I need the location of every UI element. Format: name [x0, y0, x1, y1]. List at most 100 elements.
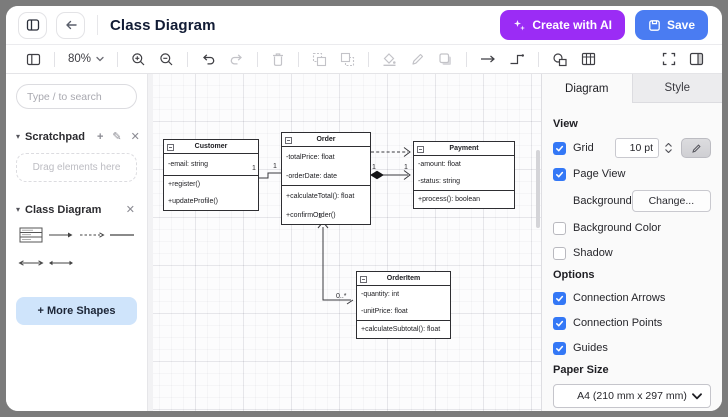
- scratchpad-dropzone[interactable]: Drag elements here: [16, 153, 137, 182]
- page-view-checkbox[interactable]: [553, 167, 566, 181]
- shape-palette: [16, 227, 137, 267]
- zoom-level-dropdown[interactable]: 80%: [68, 53, 104, 65]
- table-icon: [581, 52, 596, 66]
- search-input[interactable]: Type / to search: [16, 84, 137, 109]
- undo-button[interactable]: [201, 52, 216, 66]
- elbow-connector-button[interactable]: [509, 52, 525, 66]
- background-color-checkbox[interactable]: [553, 221, 566, 235]
- create-with-ai-button[interactable]: Create with AI: [500, 10, 625, 40]
- connection-arrows-checkbox[interactable]: [553, 291, 566, 305]
- stepper-down-icon: [664, 149, 672, 153]
- connection-points-label: Connection Points: [573, 317, 663, 329]
- class-payment[interactable]: Payment -amount: float -status: string +…: [413, 141, 515, 209]
- scratchpad-edit-icon[interactable]: ✎: [112, 131, 122, 143]
- insert-shape-button[interactable]: [552, 52, 568, 67]
- class-attribute: -totalPrice: float: [286, 154, 335, 161]
- redo-icon: [230, 54, 242, 65]
- zoom-out-icon: [160, 52, 173, 65]
- bidirectional-open-arrow-thumbnail[interactable]: [48, 259, 74, 267]
- class-method: +calculateSubtotal(): float: [361, 326, 441, 333]
- class-title: OrderItem: [386, 275, 421, 282]
- collapse-icon[interactable]: [417, 145, 424, 153]
- shadow-checkbox[interactable]: [553, 246, 566, 260]
- zoom-in-icon: [132, 52, 145, 65]
- toggle-shapes-panel-button[interactable]: [26, 52, 41, 67]
- multiplicity-label: 1: [252, 165, 256, 172]
- section-close-icon[interactable]: ✕: [125, 204, 135, 216]
- collapse-icon[interactable]: [167, 143, 174, 151]
- delete-button[interactable]: [271, 52, 285, 67]
- to-back-button[interactable]: [340, 52, 355, 67]
- check-icon: [556, 295, 564, 302]
- bidirectional-arrow-thumbnail[interactable]: [18, 259, 44, 267]
- dashed-arrow-thumbnail[interactable]: [79, 231, 105, 239]
- diagram-canvas[interactable]: Customer -email: string +register() +upd…: [148, 74, 541, 411]
- insert-table-button[interactable]: [581, 52, 596, 66]
- grid-checkbox[interactable]: [553, 141, 566, 155]
- scratchpad-hint: Drag elements here: [32, 162, 121, 173]
- class-order[interactable]: Order -totalPrice: float -orderDate: dat…: [281, 132, 371, 225]
- grid-label: Grid: [573, 142, 594, 154]
- fill-color-button[interactable]: [382, 52, 397, 67]
- line-thumbnail[interactable]: [109, 231, 135, 239]
- chevron-down-icon: [96, 56, 104, 62]
- class-method: +calculateTotal(): float: [286, 193, 355, 200]
- connectors-layer: [259, 147, 411, 305]
- class-attribute: -email: string: [168, 161, 209, 168]
- tab-style[interactable]: Style: [632, 74, 722, 103]
- trash-icon: [273, 52, 284, 66]
- redo-button[interactable]: [229, 52, 244, 66]
- shadow-button[interactable]: [438, 52, 453, 67]
- paper-size-select[interactable]: A4 (210 mm x 297 mm): [553, 384, 711, 408]
- scratchpad-header[interactable]: ▾ Scratchpad + ✎ ✕: [16, 130, 140, 144]
- canvas-scrollbar[interactable]: [536, 150, 540, 228]
- check-icon: [556, 145, 564, 152]
- zoom-out-button[interactable]: [159, 52, 174, 67]
- zoom-in-button[interactable]: [131, 52, 146, 67]
- compartment-divider: [357, 320, 450, 321]
- save-icon: [649, 19, 660, 31]
- arrow-right-icon: [481, 55, 495, 63]
- check-icon: [556, 320, 564, 327]
- chevron-down-icon: [692, 393, 702, 400]
- edit-style-button[interactable]: [410, 52, 425, 67]
- class-attribute: -quantity: int: [361, 291, 400, 298]
- connection-points-checkbox[interactable]: [553, 316, 566, 330]
- grid-size-stepper[interactable]: [662, 138, 674, 158]
- class-orderitem[interactable]: OrderItem -quantity: int -unitPrice: flo…: [356, 271, 451, 339]
- grid-color-swatch[interactable]: [681, 138, 711, 158]
- collapse-icon[interactable]: [285, 136, 292, 144]
- class-diagram-section-header[interactable]: ▾ Class Diagram ✕: [16, 203, 137, 217]
- app-window: Class Diagram Create with AI Save 80%: [6, 6, 722, 411]
- class-customer[interactable]: Customer -email: string +register() +upd…: [163, 139, 259, 211]
- class-header: Payment: [414, 142, 514, 156]
- background-change-button[interactable]: Change...: [631, 190, 711, 212]
- scratchpad-close-icon[interactable]: ✕: [130, 131, 140, 143]
- zoom-level-value: 80%: [68, 53, 92, 65]
- straight-connector-button[interactable]: [480, 54, 496, 64]
- scratchpad-add-icon[interactable]: +: [96, 130, 104, 143]
- to-front-icon: [312, 52, 327, 66]
- caret-down-icon: ▾: [16, 205, 21, 214]
- tab-diagram[interactable]: Diagram: [542, 74, 633, 103]
- multiplicity-label: 1: [404, 164, 408, 171]
- fullscreen-button[interactable]: [662, 52, 676, 66]
- to-front-button[interactable]: [312, 52, 327, 67]
- more-shapes-button[interactable]: + More Shapes: [16, 297, 137, 325]
- view-section-title: View: [553, 118, 578, 130]
- divider: [97, 15, 98, 35]
- grid-size-input[interactable]: 10 pt: [615, 138, 659, 158]
- scratchpad-title: Scratchpad: [25, 130, 85, 143]
- guides-checkbox[interactable]: [553, 341, 566, 355]
- class-attribute: -amount: float: [418, 161, 461, 168]
- create-with-ai-label: Create with AI: [532, 18, 612, 32]
- class-shape-thumbnail[interactable]: [19, 227, 43, 243]
- back-button[interactable]: [56, 11, 85, 39]
- collapse-icon[interactable]: [360, 275, 367, 283]
- format-panel-toggle-button[interactable]: [689, 52, 704, 66]
- save-button[interactable]: Save: [634, 10, 708, 40]
- page-view-label: Page View: [573, 168, 626, 180]
- compartment-divider: [282, 185, 370, 186]
- directed-arrow-thumbnail[interactable]: [48, 231, 74, 239]
- toggle-left-panel-button[interactable]: [18, 11, 47, 39]
